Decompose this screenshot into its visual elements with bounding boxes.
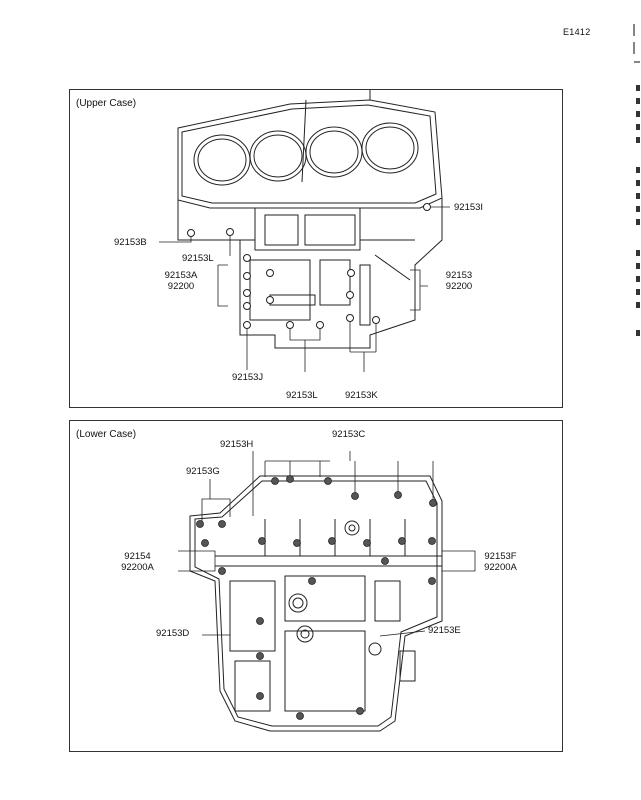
upper-case-drawing [159,90,450,372]
part-92153f-label: 92153F [484,551,517,562]
part-92200-right-label: 92200 [445,281,473,292]
right-edge-clipped-column [628,0,641,800]
part-92153l-bottom-label: 92153L [286,390,318,401]
part-92153e-label: 92153E [428,625,461,636]
clipped-marks [633,24,640,336]
lower-case-drawing [178,451,476,732]
part-92200-left-label: 92200 [167,281,195,292]
part-92153c-label: 92153C [332,429,366,440]
part-92153j-label: 92153J [232,372,264,383]
lower-case-panel: (Lower Case) [69,420,563,752]
part-92153d-label: 92153D [156,628,190,639]
part-92153l-top-label: 92153L [182,253,214,264]
part-92153h-label: 92153H [220,439,254,450]
upper-case-title: (Upper Case) [76,98,137,109]
part-92153b-label: 92153B [114,237,147,248]
part-92153k-label: 92153K [345,390,378,401]
part-92154-label: 92154 [124,551,151,562]
upper-case-panel: (Upper Case) [69,89,563,408]
page-code: E1412 [563,27,591,37]
part-92153g-label: 92153G [186,466,220,477]
part-92153i-label: 92153I [454,202,484,213]
part-92153-label: 92153 [445,270,473,281]
lower-case-title: (Lower Case) [76,429,137,440]
part-92200a-left-label: 92200A [121,562,154,573]
part-92200a-right-label: 92200A [484,562,517,573]
part-92153a-label: 92153A [164,270,198,281]
